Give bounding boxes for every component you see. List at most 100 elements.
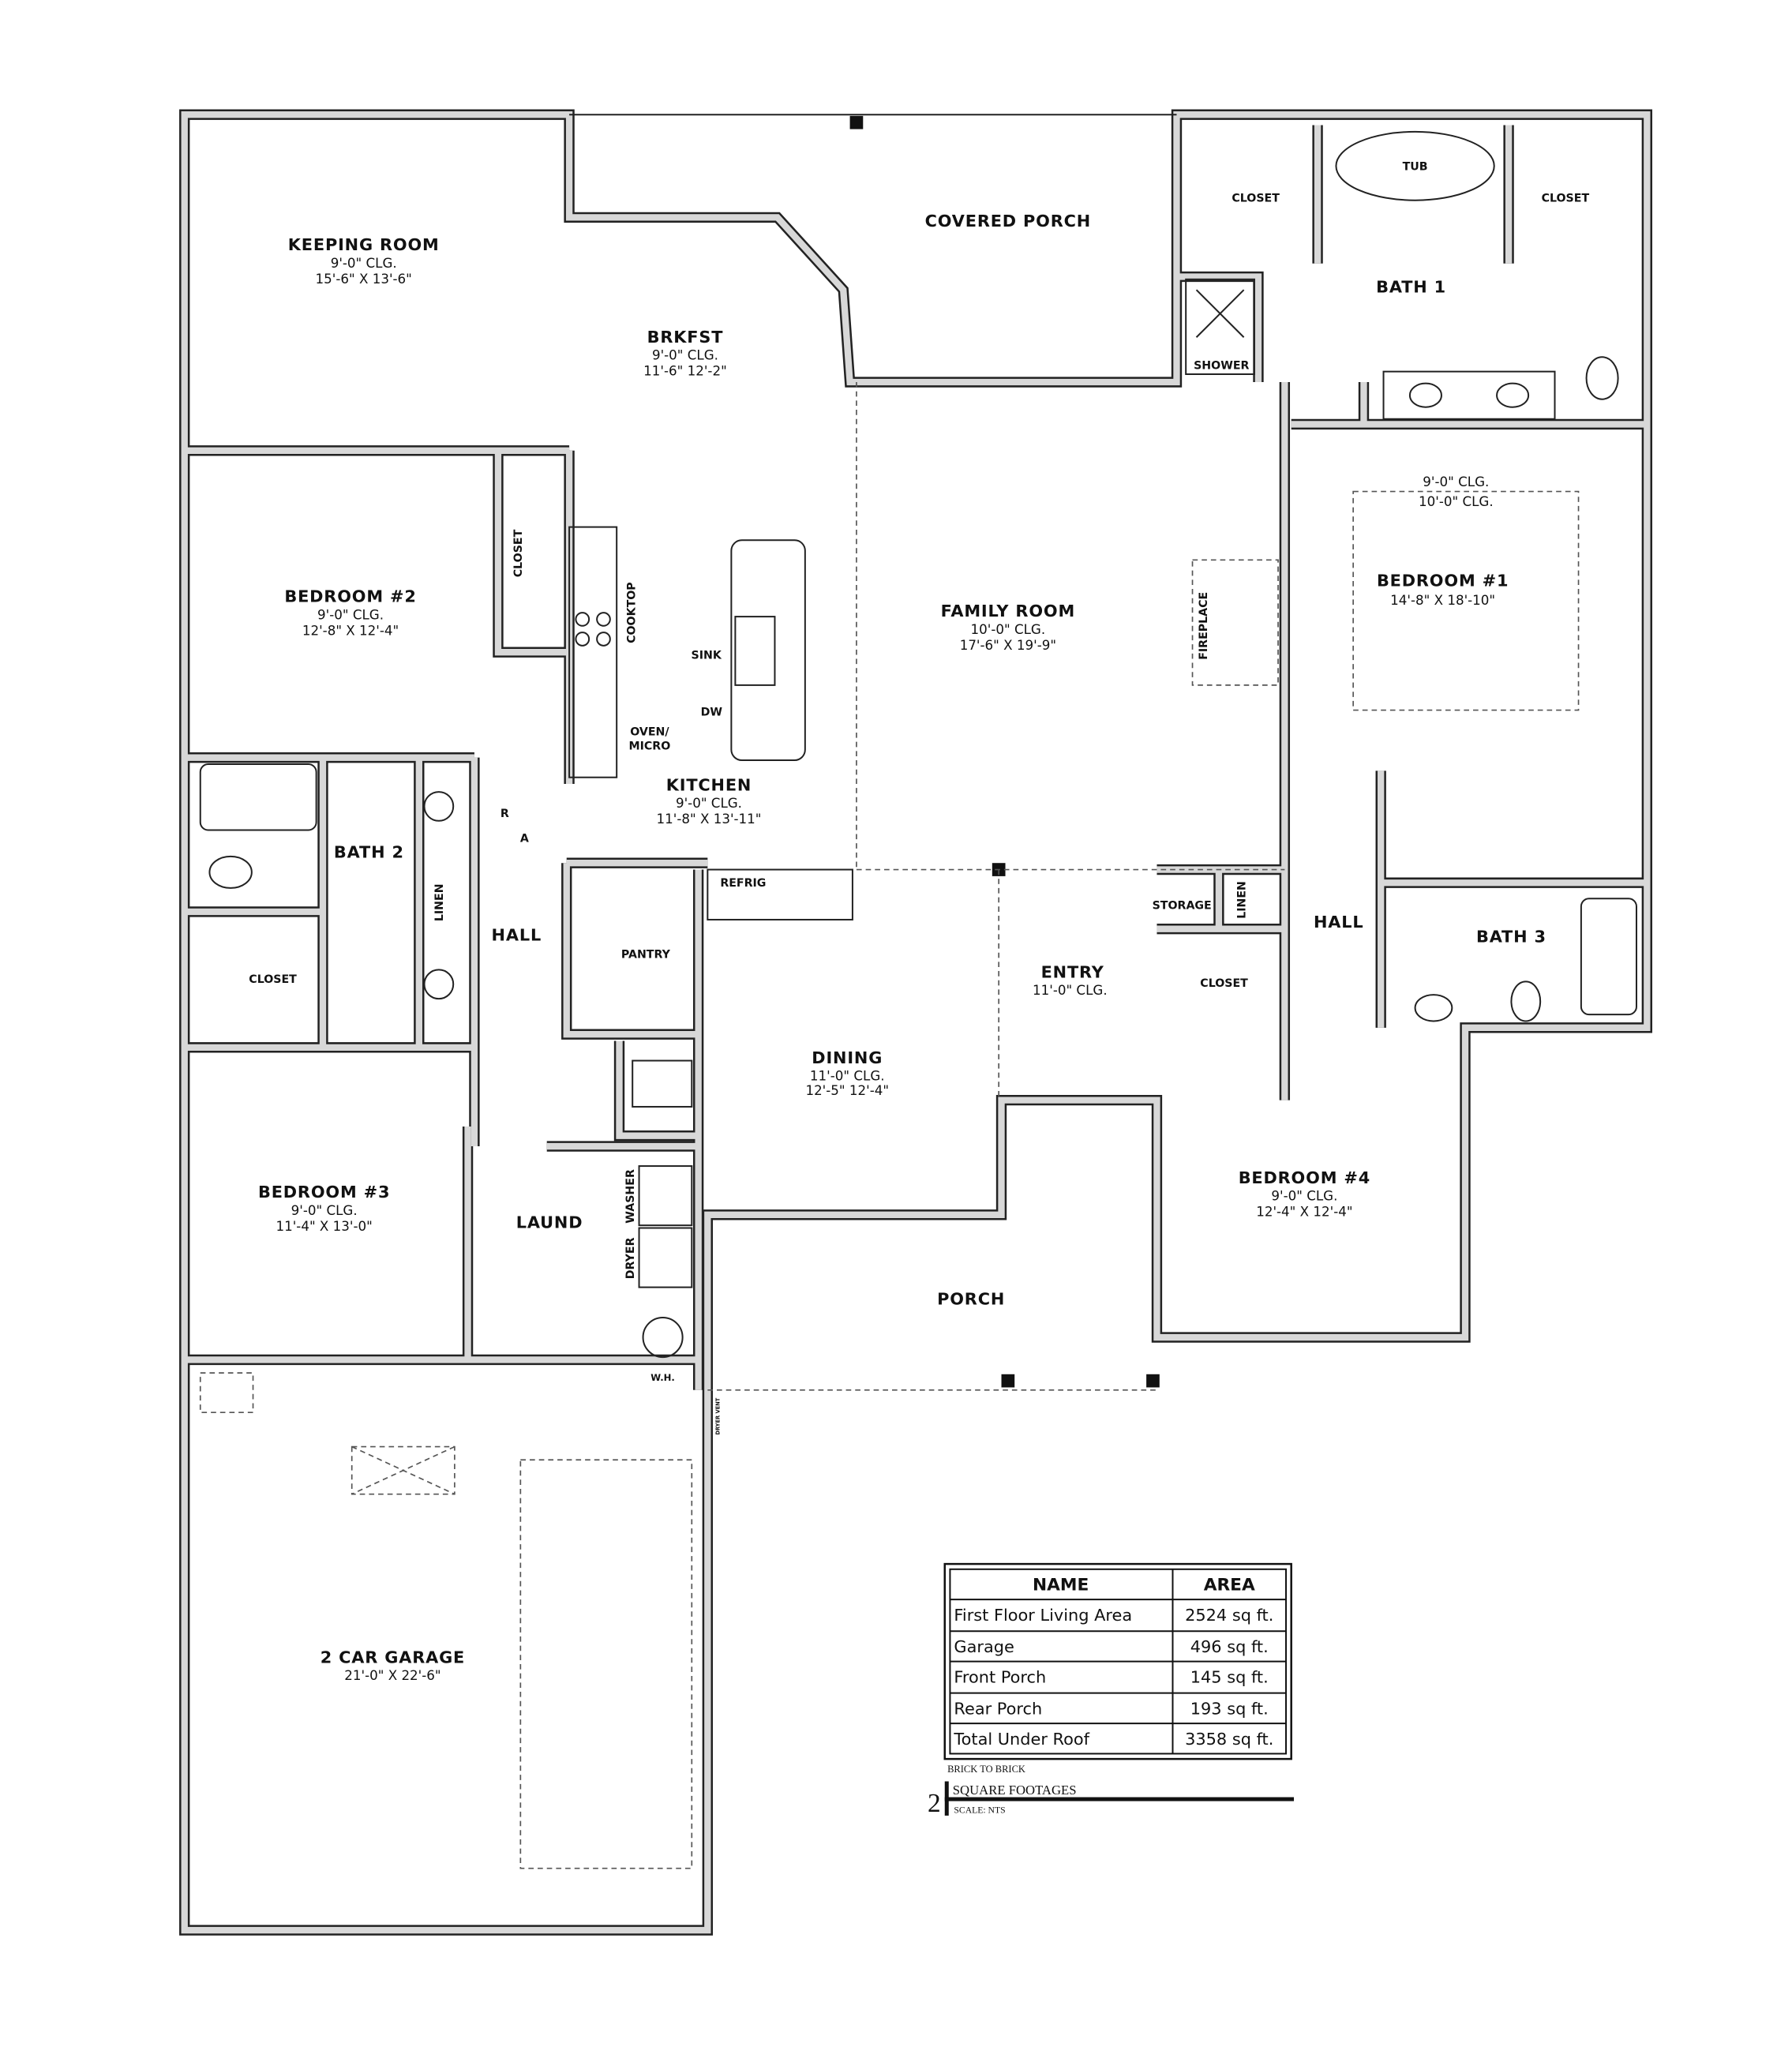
fixture-label: REFRIG [720,877,766,890]
room-name: DINING [812,1048,883,1067]
title-block: 2 SQUARE FOOTAGES SCALE: NTS [928,1781,1295,1818]
table-header: NAME [1033,1575,1089,1595]
room-name: LINEN [433,883,446,921]
table-cell: 496 sq ft. [1190,1637,1269,1656]
porch-post [1001,1374,1015,1388]
room-name: LAUND [516,1213,583,1232]
room-dimensions: 11'-4" X 13'-0" [276,1219,372,1234]
fixture-label: W.H. [650,1372,675,1383]
fixtures [199,114,1637,1869]
room-dimensions: 12'-5" 12'-4" [805,1083,889,1098]
wall [563,863,699,1038]
room-labels: KEEPING ROOM 9'-0" CLG. 15'-6" X 13'-6" … [249,160,1589,1683]
table-row: Total Under Roof 3358 sq ft. [953,1730,1273,1749]
room-name: BEDROOM #4 [1239,1168,1370,1187]
porch-post [1146,1374,1160,1388]
room-name: HALL [1314,913,1364,932]
toilet-icon [1510,980,1542,1022]
room-dimensions: 17'-6" X 19'-9" [960,638,1056,653]
room-name: BEDROOM #3 [258,1183,390,1202]
sink-icon [1408,382,1442,408]
room-name: ENTRY [1041,962,1104,981]
tray-ceiling [1352,490,1580,711]
storage-outline [519,1459,693,1869]
water-heater-icon [642,1317,684,1359]
fixture-label: R [500,808,509,820]
table-cell: Total Under Roof [953,1730,1089,1749]
wall [613,1040,699,1142]
room-dimensions: 12'-8" X 12'-4" [302,623,399,638]
fixture-label: TUB [1403,160,1428,173]
ceiling-height: 10'-0" CLG. [1419,494,1494,509]
table-row: First Floor Living Area 2524 sq ft. [954,1606,1273,1625]
ceiling-height: 11'-0" CLG. [810,1069,885,1084]
table-cell: 2524 sq ft. [1185,1606,1273,1625]
room-name: PORCH [937,1289,1005,1308]
room-name: PANTRY [621,948,671,961]
shower-icon [1185,278,1255,376]
ceiling-height: 9'-0" CLG. [331,256,397,271]
room-name: CLOSET [249,973,297,986]
sink-icon [734,616,776,686]
table-row: Front Porch 145 sq ft. [954,1667,1268,1686]
table-note: BRICK TO BRICK [947,1764,1025,1775]
drawing-title: SQUARE FOOTAGES [953,1783,1077,1798]
ceiling-height: 10'-0" CLG. [971,622,1046,637]
room-name: CLOSET [1200,977,1248,990]
room-name: BATH 1 [1376,278,1446,297]
room-name: KEEPING ROOM [288,235,440,254]
sink-icon [423,791,455,822]
room-dimensions: 12'-4" X 12'-4" [1256,1204,1352,1219]
fixture-label: SHOWER [1194,359,1249,372]
room-dimensions: 15'-6" X 13'-6" [316,272,412,287]
sink-icon [199,1372,254,1414]
room-name: COVERED PORCH [925,212,1091,231]
wall [493,450,570,658]
room-name: LINEN [1235,881,1248,919]
sink-icon [1496,382,1530,408]
room-name: KITCHEN [666,775,752,794]
bathtub-icon [1335,130,1495,201]
porch-post [849,115,864,129]
room-dimensions: 14'-8" X 18'-10" [1390,593,1495,608]
kitchen-island [730,539,806,762]
ceiling-height: 9'-0" CLG. [317,607,384,622]
wall [616,1040,699,1139]
table-cell: First Floor Living Area [954,1606,1132,1625]
room-name: 2 CAR GARAGE [321,1648,465,1666]
fixture-label: SINK [691,650,722,662]
fixture-label: WASHER [624,1169,637,1224]
room-name: FAMILY ROOM [941,602,1075,620]
bathtub-icon [1580,898,1637,1016]
ceiling-height: 9'-0" CLG. [676,796,742,811]
ceiling-height: 9'-0" CLG. [1271,1188,1337,1203]
fixture-label: DRYER VENT [714,1397,721,1434]
toilet-icon [208,855,253,889]
wall [1176,273,1262,383]
room-name: CLOSET [1232,192,1280,204]
ceiling-height: 9'-0" CLG. [652,348,718,363]
sink-icon [423,969,455,1000]
ceiling-height: 9'-0" CLG. [1423,474,1489,489]
room-name: STORAGE [1153,900,1212,913]
room-dimensions: 11'-6" 12'-2" [643,364,727,379]
room-name: HALL [492,926,542,945]
dryer-icon [638,1227,693,1288]
drawing-scale: SCALE: NTS [954,1805,1005,1816]
ceiling-height: 11'-0" CLG. [1033,983,1108,998]
fixture-label: A [520,832,529,845]
room-name: BEDROOM #1 [1377,572,1509,590]
sink-icon [1414,994,1453,1022]
attic-access [351,1445,455,1495]
table-cell: 3358 sq ft. [1185,1730,1273,1749]
table-cell: Front Porch [954,1667,1046,1686]
refrigerator [707,868,853,920]
fixture-label: FIREPLACE [1198,592,1210,660]
room-name: BATH 3 [1476,927,1546,946]
ceiling-height: 9'-0" CLG. [291,1203,358,1218]
wall [181,111,1651,1934]
hvac-unit [632,1059,693,1108]
fixture-label: MICRO [629,740,671,753]
table-cell: 193 sq ft. [1190,1699,1269,1718]
